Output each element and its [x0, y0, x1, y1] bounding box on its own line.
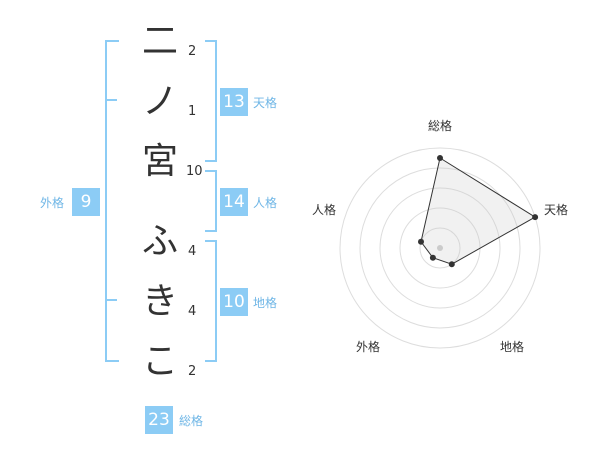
radar-axis-label-2: 天格 [543, 203, 568, 217]
gaikaku-bracket-tick-bottom [105, 299, 117, 301]
gaikaku-badge: 9 [72, 188, 100, 216]
radar-center [437, 245, 443, 251]
stroke-count-4: 4 [188, 244, 197, 259]
stroke-count-3: 10 [186, 164, 203, 179]
gaikaku-bracket [105, 40, 119, 362]
stroke-count-5: 4 [188, 304, 197, 319]
radar-ring [379, 187, 501, 309]
radar-point-4 [429, 254, 436, 261]
gaikaku-bracket-tick-top [105, 99, 117, 101]
tenkaku-badge: 13 [220, 88, 248, 116]
tenkaku-label: 天格 [253, 96, 278, 110]
radar-point-5 [418, 238, 424, 245]
jinkaku-bracket [205, 170, 217, 232]
chikaku-badge: 10 [220, 288, 248, 316]
radar-ring [359, 167, 521, 329]
radar-axis-label-1: 総格 [427, 119, 452, 133]
name-char-4: ふ [141, 221, 178, 262]
chikaku-label: 地格 [253, 296, 278, 310]
radar-ring [339, 147, 541, 349]
gaikaku-label: 外格 [40, 196, 65, 210]
name-char-1: 二 [141, 21, 178, 62]
radar-point-2 [532, 214, 539, 221]
name-char-5: き [141, 281, 178, 322]
tenkaku-bracket [205, 40, 217, 162]
radar-point-3 [448, 261, 455, 268]
radar-point-1 [437, 155, 443, 161]
jinkaku-badge: 14 [220, 188, 248, 216]
radar-ring [419, 227, 461, 269]
stroke-count-6: 2 [188, 364, 197, 379]
name-char-2: ノ [141, 81, 178, 122]
radar-axis-label-5: 人格 [311, 203, 336, 217]
radar-axis-label-3: 地格 [499, 340, 524, 354]
radar-axis-label-4: 外格 [355, 340, 380, 354]
soukaku-badge: 23 [145, 406, 173, 434]
jinkaku-label: 人格 [253, 196, 278, 210]
radar-series-polygon [420, 157, 537, 265]
name-char-3: 宮 [141, 141, 178, 182]
stroke-count-1: 2 [188, 44, 197, 59]
chikaku-bracket [205, 240, 217, 362]
name-char-6: こ [141, 341, 178, 382]
stroke-count-2: 1 [188, 104, 197, 119]
soukaku-label: 総格 [179, 414, 204, 428]
